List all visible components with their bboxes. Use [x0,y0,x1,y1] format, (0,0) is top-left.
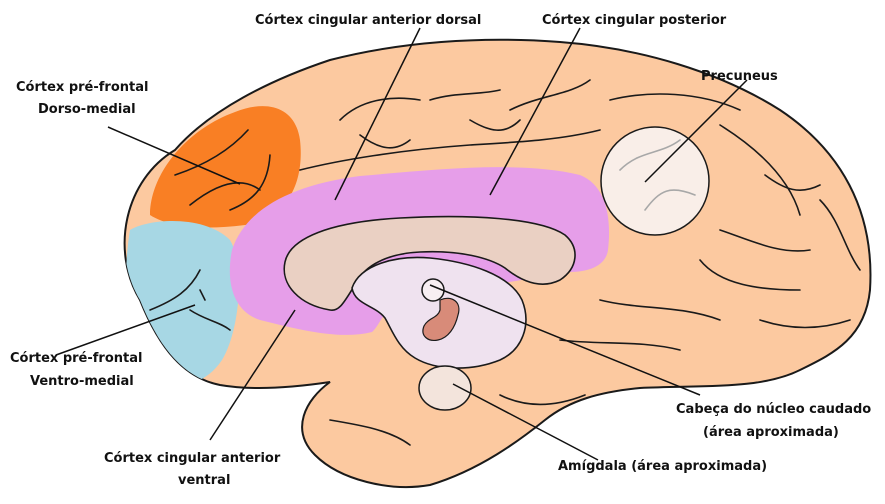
label-vacc-line1: Córtex cingular anterior [104,451,281,466]
label-dmpfc-line1: Córtex pré-frontal [16,80,148,95]
label-precuneus: Precuneus [701,69,778,84]
vmpfc-region [126,221,239,384]
label-vmpfc-line1: Córtex pré-frontal [10,351,142,366]
label-dmpfc-line2: Dorso-medial [38,102,136,117]
label-vacc-line2: ventral [178,473,230,488]
precuneus-region [601,127,709,235]
label-vmpfc-line2: Ventro-medial [30,374,134,389]
label-amygdala: Amígdala (área aproximada) [558,459,767,474]
label-dacc: Córtex cingular anterior dorsal [255,13,481,28]
label-caudate-line1: Cabeça do núcleo caudado [676,402,871,417]
label-caudate-line2: (área aproximada) [703,425,839,440]
label-pcc: Córtex cingular posterior [542,13,727,28]
amygdala-region [419,366,471,410]
